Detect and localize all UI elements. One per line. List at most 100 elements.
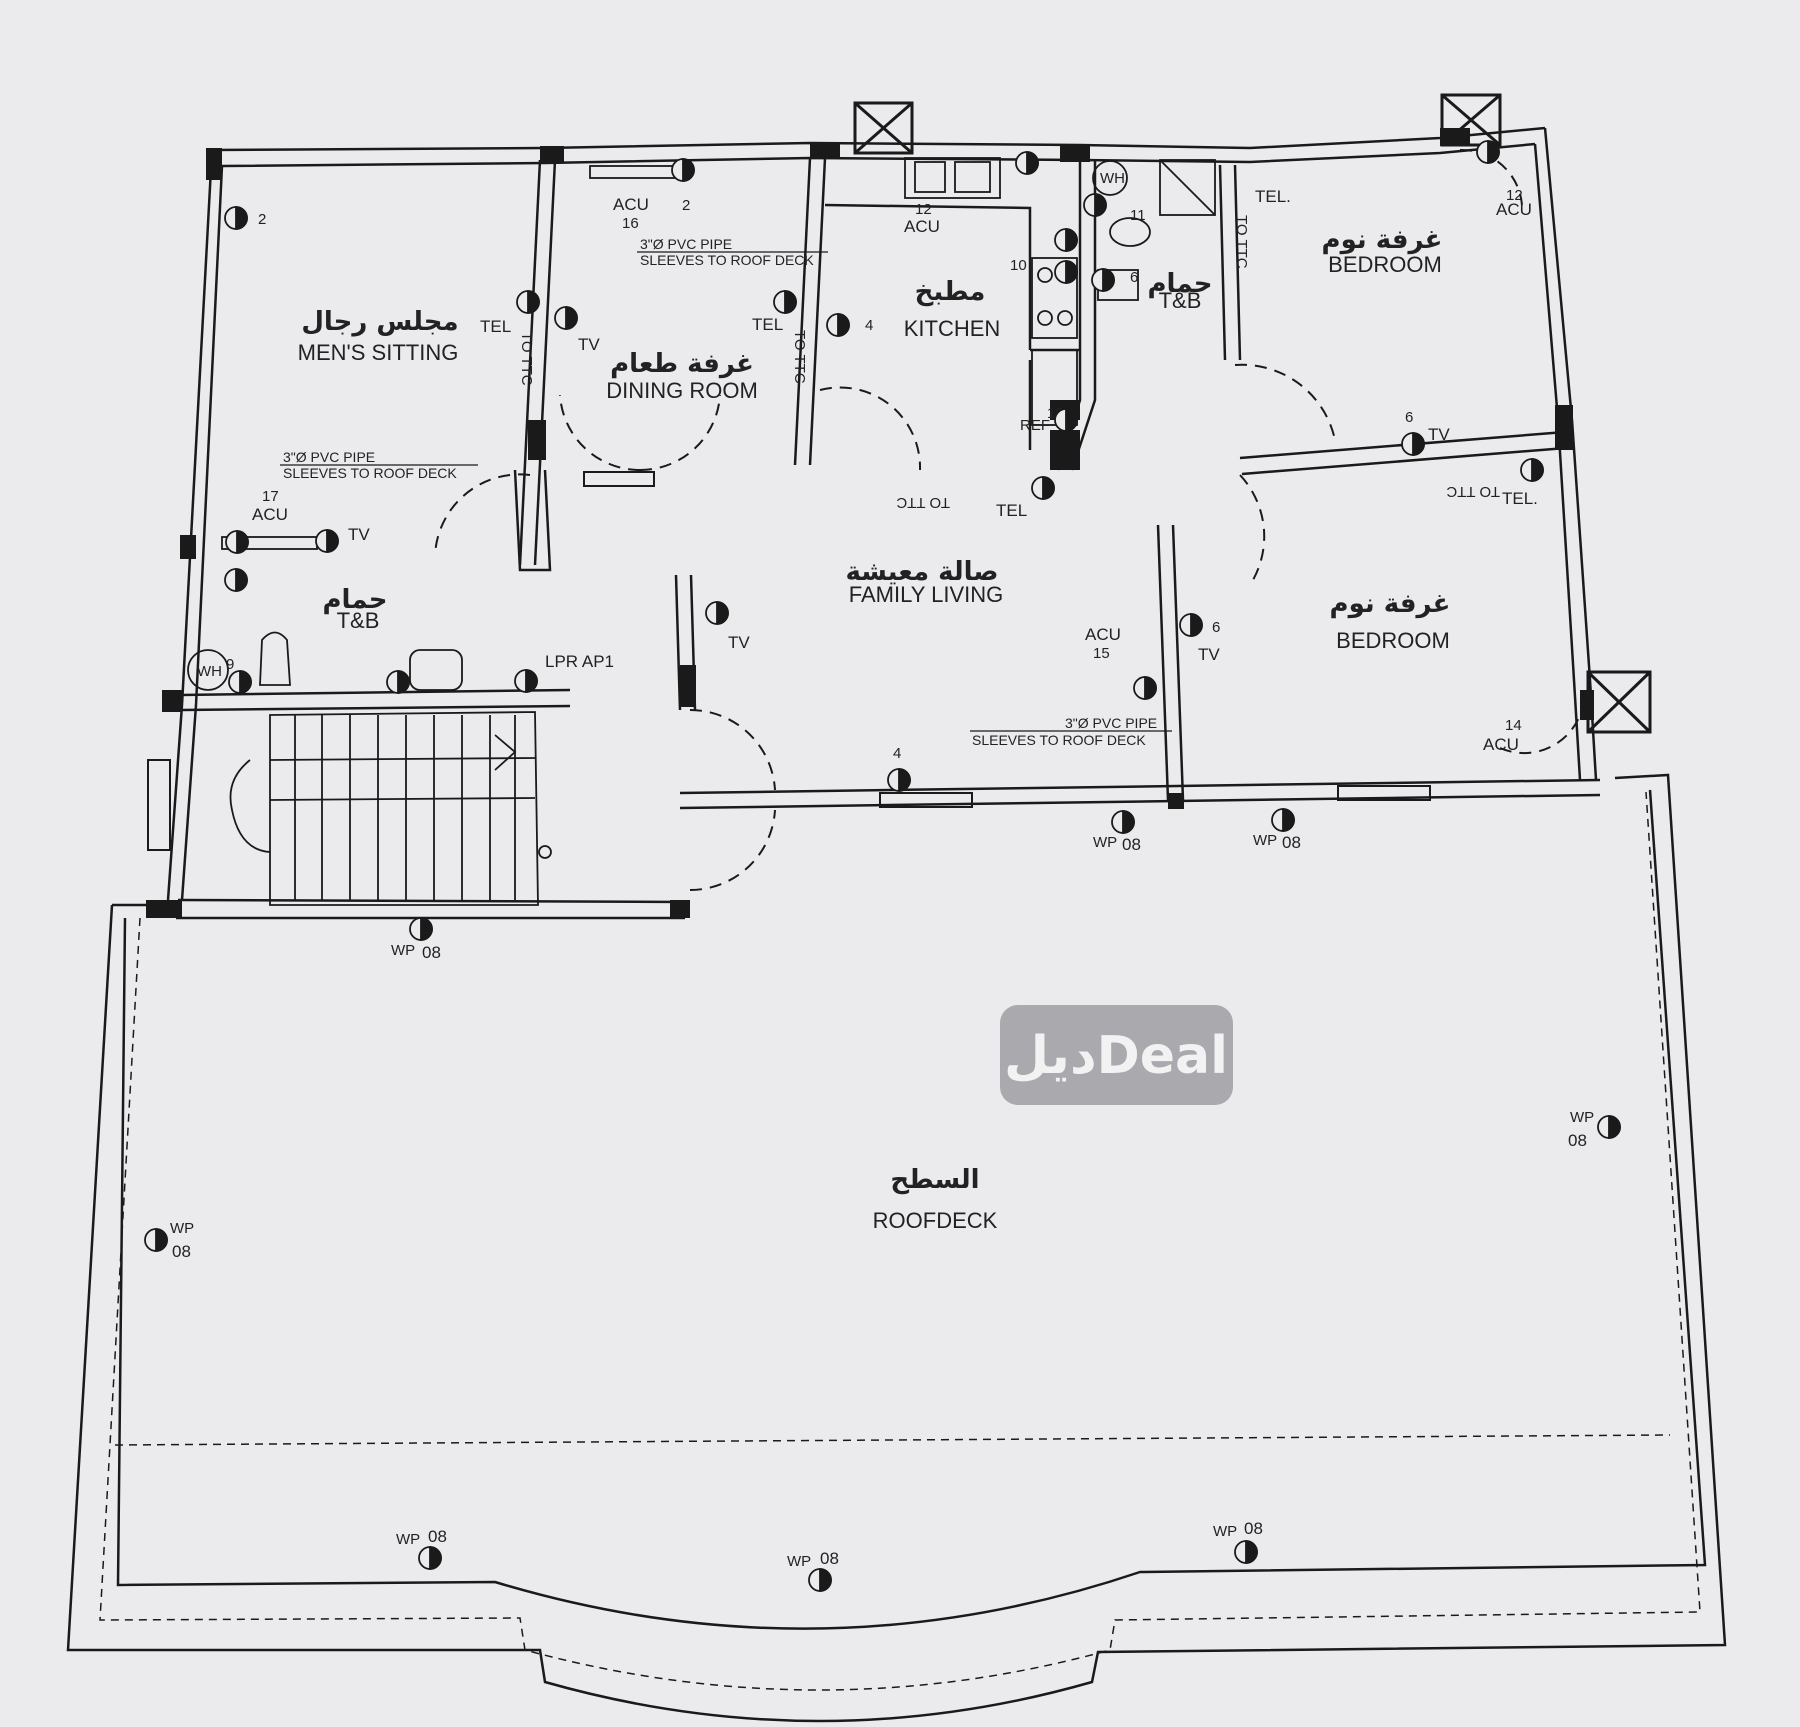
room-en-bedroom1: BEDROOM (1328, 252, 1442, 277)
tv-label-sitting: TV (578, 335, 600, 354)
wp-circuit-west: 08 (172, 1242, 191, 1261)
room-en-bedroom2: BEDROOM (1336, 628, 1450, 653)
outlet-symbol (1015, 151, 1039, 175)
wp-label-east: WP (1570, 1109, 1594, 1126)
outlet-symbol (224, 206, 248, 230)
circuit-kitchen-cooker: 10 (1010, 257, 1027, 274)
pvc-note-family-line1: 3"Ø PVC PIPE (1065, 715, 1157, 731)
outlet-symbol (1401, 432, 1425, 456)
to-ttc-dining: TO TTC (791, 330, 808, 384)
room-ar-roofdeck: السطح (890, 1165, 979, 1195)
pvc-note-family-line2: SLEEVES TO ROOF DECK (972, 732, 1146, 748)
room-ar-bath-west: حمام (323, 585, 388, 615)
door-swings (434, 148, 1581, 892)
acu-label-bedroom1: ACU (1496, 200, 1532, 219)
staircase (229, 711, 552, 906)
acu-label-bedroom2: ACU (1483, 735, 1519, 754)
room-labels: مجلس رجال MEN'S SITTING غرفة طعام DINING… (298, 225, 1451, 1233)
outlet-symbol (514, 669, 538, 693)
outlet-symbol (1031, 476, 1055, 500)
outlet-symbol (1271, 808, 1295, 832)
outlet-symbol (224, 568, 248, 592)
outlet-symbol (1234, 1540, 1258, 1564)
outlet-symbol (516, 290, 540, 314)
outlet-symbol (1597, 1115, 1621, 1139)
acu-circuit-dining: 16 (622, 215, 639, 232)
wp-circuit-family-b: 08 (1282, 833, 1301, 852)
wp-label-family-a: WP (1093, 834, 1117, 851)
outlet-symbol (225, 530, 249, 554)
lpr-label: LPR AP1 (545, 652, 614, 671)
circuit-kitchen-bath-socket: 6 (1130, 269, 1138, 286)
room-ar-bath-kitchen: حمام (1148, 269, 1213, 299)
circuit-family-socket: 4 (893, 745, 901, 762)
to-ttc-bedroom1: TO TTC (1233, 215, 1250, 269)
watermark-text: ديلDeal (1004, 1026, 1228, 1086)
room-en-dining: DINING ROOM (606, 378, 758, 403)
wp-label-west: WP (170, 1220, 194, 1237)
acu-label-family: ACU (1085, 625, 1121, 644)
pvc-note-dining-line2: SLEEVES TO ROOF DECK (640, 252, 814, 268)
outlet-symbol (1083, 193, 1107, 217)
room-en-bath-kitchen: T&B (1159, 288, 1202, 313)
outlet-symbol (1091, 268, 1115, 292)
circuit-kitchen-wh: 11 (1130, 207, 1146, 224)
wp-label-stair: WP (391, 942, 415, 959)
room-en-mens-sitting: MEN'S SITTING (298, 340, 459, 365)
outlet-symbol (228, 670, 252, 694)
outlet-symbol (386, 670, 410, 694)
outlet-symbol (671, 158, 695, 182)
acu-outlet-dining: 2 (682, 197, 690, 214)
circuit-family-tv: 6 (1212, 619, 1220, 636)
room-ar-mens-sitting: مجلس رجال (301, 307, 458, 337)
circuit-sitting-socket: 2 (258, 211, 266, 228)
acu-circuit-bedroom2: 14 (1505, 717, 1522, 734)
wp-circuit-south-b: 08 (820, 1549, 839, 1568)
acu-circuit-bedroom1: 12 (1506, 187, 1523, 204)
wh-label-kitchen-bath: WH (1100, 170, 1125, 187)
acu-circuit-sitting: 17 (262, 488, 279, 505)
to-ttc-kitchen: TO TTC (896, 494, 950, 511)
outlet-symbol (1054, 260, 1078, 284)
tv-label-bedroom1: TV (1428, 425, 1450, 444)
wp-circuit-family-a: 08 (1122, 835, 1141, 854)
wh-label-west-bath: WH (197, 663, 222, 680)
wp-label-south-b: WP (787, 1553, 811, 1570)
outlet-symbol (315, 529, 339, 553)
electrical-labels: ACU 16 2 ACU 12 ACU 12 ACU 17 ACU 15 ACU… (197, 170, 1538, 762)
wp-circuit-south-c: 08 (1244, 1519, 1263, 1538)
acu-label-dining: ACU (613, 195, 649, 214)
room-ar-bedroom2: غرفة نوم (1330, 589, 1451, 619)
outlet-symbol (409, 917, 433, 941)
outlet-symbol (1520, 458, 1544, 482)
windows (147, 471, 1431, 851)
acu-label-sitting: ACU (252, 505, 288, 524)
outlet-symbol (1111, 810, 1135, 834)
pvc-note-sitting-line1: 3"Ø PVC PIPE (283, 449, 375, 465)
room-ar-dining: غرفة طعام (610, 349, 754, 379)
tel-label-bedroom1: TEL. (1255, 187, 1291, 206)
circuit-kitchen-socket: 4 (865, 317, 873, 334)
outlet-symbol (705, 601, 729, 625)
room-ar-kitchen: مطبخ (915, 277, 986, 307)
tel-label-dining: TEL (752, 315, 783, 334)
outlet-symbol (826, 313, 850, 337)
wp-label-south-c: WP (1213, 1523, 1237, 1540)
outlet-symbol (1179, 613, 1203, 637)
outlet-symbol (1054, 408, 1078, 432)
outlet-symbol (1133, 676, 1157, 700)
room-en-kitchen: KITCHEN (904, 316, 1001, 341)
outlet-symbol (887, 768, 911, 792)
wp-outlet-labels: WP 08 WP 08 WP 08 WP 08 WP 08 WP 08 WP 0… (170, 832, 1594, 1570)
room-en-roofdeck: ROOFDECK (873, 1208, 998, 1233)
circuit-bedroom-socket: 6 (1405, 409, 1413, 426)
tv-label-family: TV (728, 633, 750, 652)
acu-circuit-family: 15 (1093, 645, 1110, 662)
tv-label-family-east: TV (1198, 645, 1220, 664)
watermark-logo: ديلDeal (1000, 1005, 1233, 1105)
outlet-symbol (1054, 228, 1078, 252)
outlet-symbol (554, 306, 578, 330)
outlet-symbol (418, 1546, 442, 1570)
wp-circuit-east: 08 (1568, 1131, 1587, 1150)
